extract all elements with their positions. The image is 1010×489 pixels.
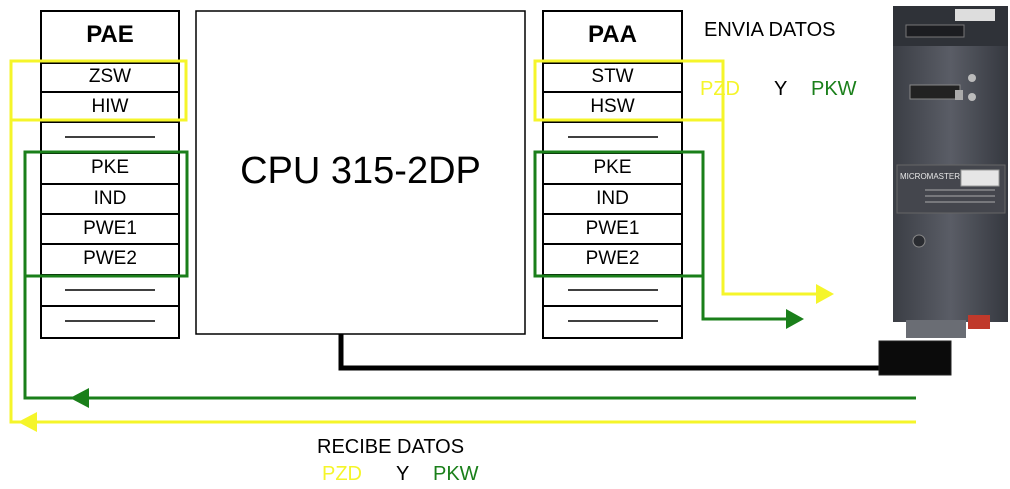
envia-title: ENVIA DATOS bbox=[704, 19, 836, 42]
envia-pkw: PKW bbox=[811, 78, 857, 101]
pae-cell-ind: IND bbox=[41, 188, 179, 210]
pae-cell-zsw: ZSW bbox=[41, 66, 179, 88]
receive-pzd-arrowhead bbox=[18, 412, 37, 432]
paa-cell-pwe2: PWE2 bbox=[543, 248, 682, 270]
cpu-label: CPU 315-2DP bbox=[196, 150, 525, 193]
device-brand-label: MICROMASTER bbox=[900, 172, 960, 181]
envia-pzd: PZD bbox=[700, 78, 740, 101]
pae-cell-hiw: HIW bbox=[41, 96, 179, 118]
send-pkw-arrow bbox=[703, 214, 789, 319]
paa-cell-pke: PKE bbox=[543, 157, 682, 179]
envia-y: Y bbox=[774, 78, 787, 101]
pae-title: PAE bbox=[41, 21, 179, 49]
recibe-pzd: PZD bbox=[322, 463, 362, 486]
send-pzd-arrowhead bbox=[816, 284, 834, 304]
paa-cell-pwe1: PWE1 bbox=[543, 218, 682, 240]
receive-pkw-arrowhead bbox=[70, 388, 89, 408]
profibus-cable bbox=[341, 334, 884, 368]
paa-cell-hsw: HSW bbox=[543, 96, 682, 118]
recibe-pkw: PKW bbox=[433, 463, 479, 486]
profibus-connector bbox=[879, 341, 951, 375]
paa-cell-stw: STW bbox=[543, 66, 682, 88]
pae-cell-pwe1: PWE1 bbox=[41, 218, 179, 240]
paa-title: PAA bbox=[543, 21, 682, 49]
pae-cell-pke: PKE bbox=[41, 157, 179, 179]
recibe-title: RECIBE DATOS bbox=[317, 436, 464, 459]
paa-cell-ind: IND bbox=[543, 188, 682, 210]
send-pzd-arrow bbox=[723, 92, 820, 294]
pae-cell-pwe2: PWE2 bbox=[41, 248, 179, 270]
recibe-y: Y bbox=[396, 463, 409, 486]
send-pkw-arrowhead bbox=[786, 309, 804, 329]
